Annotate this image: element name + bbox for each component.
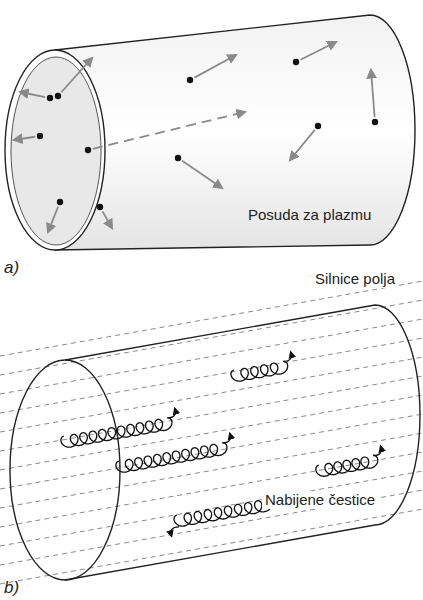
field-line (0, 319, 423, 394)
particle-dot (47, 95, 53, 101)
free-particles (14, 42, 378, 232)
velocity-arrow (48, 207, 58, 232)
field-line (0, 471, 423, 546)
helix (314, 446, 384, 478)
helix (168, 498, 275, 536)
field-line (0, 357, 423, 432)
helix (114, 433, 234, 473)
field-line (0, 338, 423, 413)
particle-dot (175, 155, 181, 161)
helix-path (115, 442, 228, 473)
direction-arrow (282, 352, 292, 362)
particle-dot (372, 119, 378, 125)
direction-arrow (170, 527, 180, 537)
particle-dot (37, 133, 43, 139)
field-line (0, 395, 423, 470)
particle-dot (57, 199, 63, 205)
field-lines (0, 281, 423, 584)
field-label: Silnice polja (312, 270, 398, 288)
helix-path (173, 498, 273, 527)
velocity-arrow (20, 92, 45, 97)
plasma-vessel (5, 15, 415, 250)
field-line (0, 452, 423, 527)
particle-label: Nabijene čestice (262, 491, 378, 509)
particle-dot (315, 123, 321, 129)
velocity-arrow (93, 112, 245, 149)
velocity-arrow (61, 58, 92, 92)
field-line (0, 433, 423, 508)
field-line (0, 376, 423, 451)
particle-dot (187, 77, 193, 83)
field-line (0, 414, 423, 489)
particle-dot (97, 204, 103, 210)
helix (229, 352, 294, 383)
gyrating-particles (59, 352, 384, 536)
velocity-arrow (290, 130, 315, 160)
velocity-arrow (300, 42, 336, 60)
field-line (0, 281, 423, 356)
direction-arrow (221, 433, 231, 443)
particle-dot (85, 147, 91, 153)
helix-path (60, 417, 173, 448)
helix (59, 408, 179, 448)
velocity-arrow (182, 161, 222, 188)
velocity-arrow (194, 55, 236, 78)
helix-path (315, 455, 379, 478)
particle-dot (55, 93, 61, 99)
particle-dot (293, 59, 299, 65)
velocity-arrow (102, 211, 112, 228)
panel-letter: a) (4, 258, 19, 278)
field-line (0, 300, 423, 375)
helix-path (230, 361, 289, 383)
panel-letter: b) (4, 578, 19, 598)
velocity-arrow (371, 70, 375, 117)
plasma-vessel (10, 305, 420, 580)
direction-arrow (166, 408, 176, 418)
velocity-arrow (14, 137, 35, 140)
direction-arrow (372, 446, 382, 456)
vessel-label: Posuda za plazmu (248, 206, 371, 224)
